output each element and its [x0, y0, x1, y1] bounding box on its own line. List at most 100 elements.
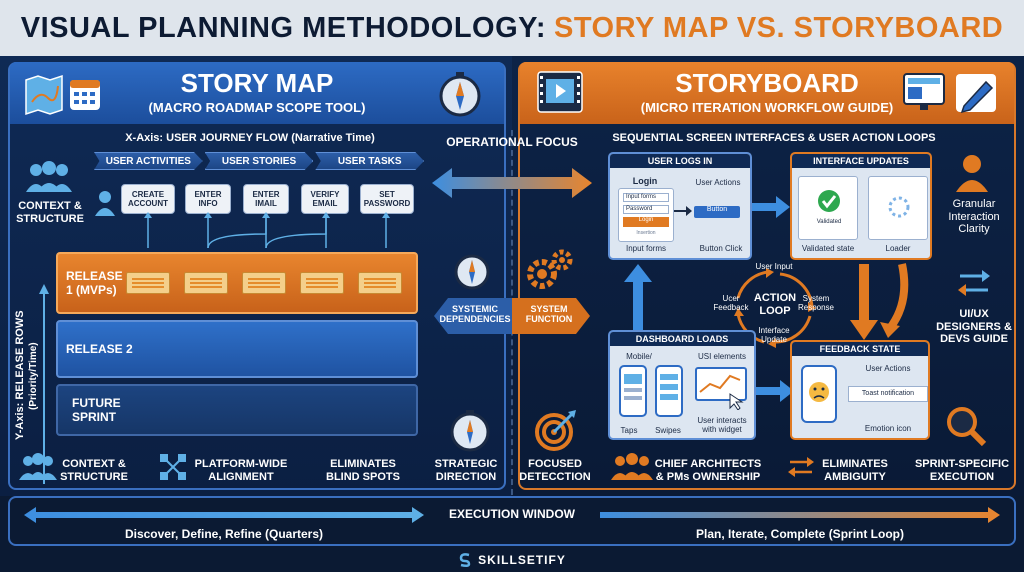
user-logs-in-panel: USER LOGS IN Login Input forms Password …: [608, 152, 752, 260]
y-axis-label-line1: Y-Axis: RELEASE ROWS: [14, 310, 26, 440]
usi-elements-label: USI elements: [697, 352, 747, 361]
action-loop-title: ACTION LOOP: [753, 292, 797, 317]
sequence-label: SEQUENTIAL SCREEN INTERFACES & USER ACTI…: [612, 132, 936, 144]
sticky-note: [358, 272, 402, 294]
storyboard-title: STORYBOARD: [675, 68, 859, 98]
map-and-calendar-icon: [25, 74, 100, 116]
compass-icon: [439, 72, 481, 117]
monitor-and-pencil-icon: [903, 73, 996, 114]
release-2-label: RELEASE 2: [66, 341, 133, 356]
strategic-direction-label: STRATEGIC DIRECTION: [434, 458, 498, 483]
gears-icon: [527, 249, 573, 289]
mobile-phones-icon: [619, 365, 683, 417]
swipes-caption: Swipes: [655, 426, 681, 435]
release-2-row: RELEASE 2: [56, 320, 418, 378]
action-loop-diagram: [734, 268, 816, 348]
login-insertion: Insertion: [636, 230, 656, 236]
network-icon: [160, 454, 186, 480]
arrow-up-icon: [624, 264, 652, 330]
curved-arrows-down: [850, 263, 909, 340]
journey-pills: USER ACTIVITIES USER STORIES USER TASKS: [94, 152, 425, 172]
team-icon: [19, 453, 57, 480]
system-function-label: SYSTEM FUNCTION: [525, 304, 573, 325]
sticky-note: [184, 272, 228, 294]
emotion-icon-caption: Emotion icon: [864, 424, 912, 433]
feedback-state-head: FEEDBACK STATE: [792, 342, 928, 356]
widget-screen-icon: [695, 367, 747, 410]
bottom-sprint-execution: SPRINT-SPECIFIC EXECUTION: [914, 458, 1010, 483]
arrow-right-icon: [752, 196, 790, 218]
loop-system-response: System Response: [797, 294, 835, 313]
title-main: VISUAL PLANNING METHODOLOGY:: [20, 11, 547, 44]
story-map-title: STORY MAP: [180, 68, 334, 98]
future-sprint-label: FUTURE SPRINT: [72, 395, 121, 424]
x-axis-label: X-Axis: USER JOURNEY FLOW (Narrative Tim…: [125, 132, 375, 144]
systemic-function-arrows: [434, 298, 590, 334]
operational-focus-label: OPERATIONAL FOCUS: [446, 135, 578, 149]
taps-caption: Taps: [620, 426, 638, 435]
execution-window-label: EXECUTION WINDOW: [449, 507, 575, 521]
login-button: Login: [623, 217, 669, 227]
sticky-note: [300, 272, 344, 294]
swap-arrows-icon: [788, 457, 814, 477]
loop-user-input: User Input: [755, 262, 793, 271]
button-click-caption: Button Click: [699, 244, 743, 253]
double-arrow-icon: [432, 168, 592, 198]
user-icon: [95, 191, 115, 216]
storyboard-header: STORYBOARD (MICRO ITERATION WORKFLOW GUI…: [520, 62, 1014, 124]
step-set-password: SET PASSWORD: [360, 184, 414, 214]
y-axis-sublabel: (Priority/Time): [28, 342, 39, 410]
y-axis-label-line2: (Priority/Time): [28, 342, 39, 410]
title-accent: STORY MAP VS. STORYBOARD: [554, 11, 1004, 44]
systemic-dependencies-label: SYSTEMIC DEPENDENCIES: [439, 304, 511, 325]
loop-user-feedback: Ucer Feedback: [713, 294, 749, 313]
release-1-stickies: [126, 258, 416, 308]
user-actions-label: User Actions: [695, 178, 741, 187]
story-map-subtitle: (MACRO ROADMAP SCOPE TOOL): [148, 100, 366, 115]
target-icon: [535, 410, 576, 451]
phone-sad-face-icon: [801, 365, 837, 423]
user-interacts-caption: User interacts with widget: [697, 416, 747, 434]
bottom-eliminates-blind-spots: ELIMINATES BLIND SPOTS: [326, 458, 400, 483]
person-icon: [956, 155, 988, 192]
dashboard-loads-head: DASHBOARD LOADS: [610, 332, 754, 346]
login-password: Password: [623, 205, 669, 214]
feedback-user-actions: User Actions: [865, 364, 911, 373]
focused-detection-label: FOCUSED DETECCTION: [519, 458, 591, 483]
team-icon: [26, 161, 72, 192]
validated-screen: Validated: [798, 176, 858, 240]
brand-logo-icon: [459, 553, 471, 568]
swap-arrows-icon: [958, 270, 990, 296]
validated-text: Validated: [816, 219, 842, 225]
step-enter-info: ENTER INFO: [185, 184, 231, 214]
plan-iterate-label: Plan, Iterate, Complete (Sprint Loop): [695, 527, 904, 541]
arrow-right-icon: [756, 380, 794, 402]
storyboard-subtitle: (MICRO ITERATION WORKFLOW GUIDE): [640, 100, 894, 115]
validated-state-caption: Validated state: [801, 244, 855, 253]
bottom-chief-architects: CHIEF ARCHITECTS & PMs OWNERSHIP: [654, 458, 762, 483]
bottom-platform-alignment: PLATFORM-WIDE ALIGNMENT: [194, 458, 288, 483]
login-input-forms: Input forms: [623, 193, 669, 202]
release-1-label: RELEASE 1 (MVPs): [66, 268, 123, 297]
right-timeline-arrow: [600, 507, 1000, 523]
loader-caption: Loader: [885, 244, 911, 253]
pill-user-tasks: USER TASKS: [315, 152, 425, 170]
context-structure-label: CONTEXT & STRUCTURE: [16, 200, 84, 225]
interface-updates-panel: INTERFACE UPDATES Validated Validated st…: [790, 152, 932, 260]
story-map-header: STORY MAP (MACRO ROADMAP SCOPE TOOL): [10, 62, 504, 124]
magnifier-icon: [947, 407, 987, 447]
input-forms-caption: Input forms: [625, 244, 666, 253]
y-axis-label: Y-Axis: RELEASE ROWS: [14, 310, 26, 440]
brand-name: SKILLSETIFY: [478, 553, 566, 567]
loop-interface-update: Interface Update: [758, 326, 790, 345]
login-form: Input forms Password Login Insertion: [618, 188, 674, 242]
sticky-note: [242, 272, 286, 294]
loader-screen: [868, 176, 928, 240]
pill-user-activities: USER ACTIVITIES: [94, 152, 203, 170]
login-title: Login: [632, 176, 658, 186]
arrow-right-icon: [674, 206, 692, 216]
feedback-state-panel: FEEDBACK STATE User Actions Toast notifi…: [790, 340, 930, 440]
loader-icon: [888, 196, 910, 218]
y-axis-arrow: [39, 284, 49, 484]
page-title: VISUAL PLANNING METHODOLOGY: STORY MAP V…: [0, 0, 1024, 56]
